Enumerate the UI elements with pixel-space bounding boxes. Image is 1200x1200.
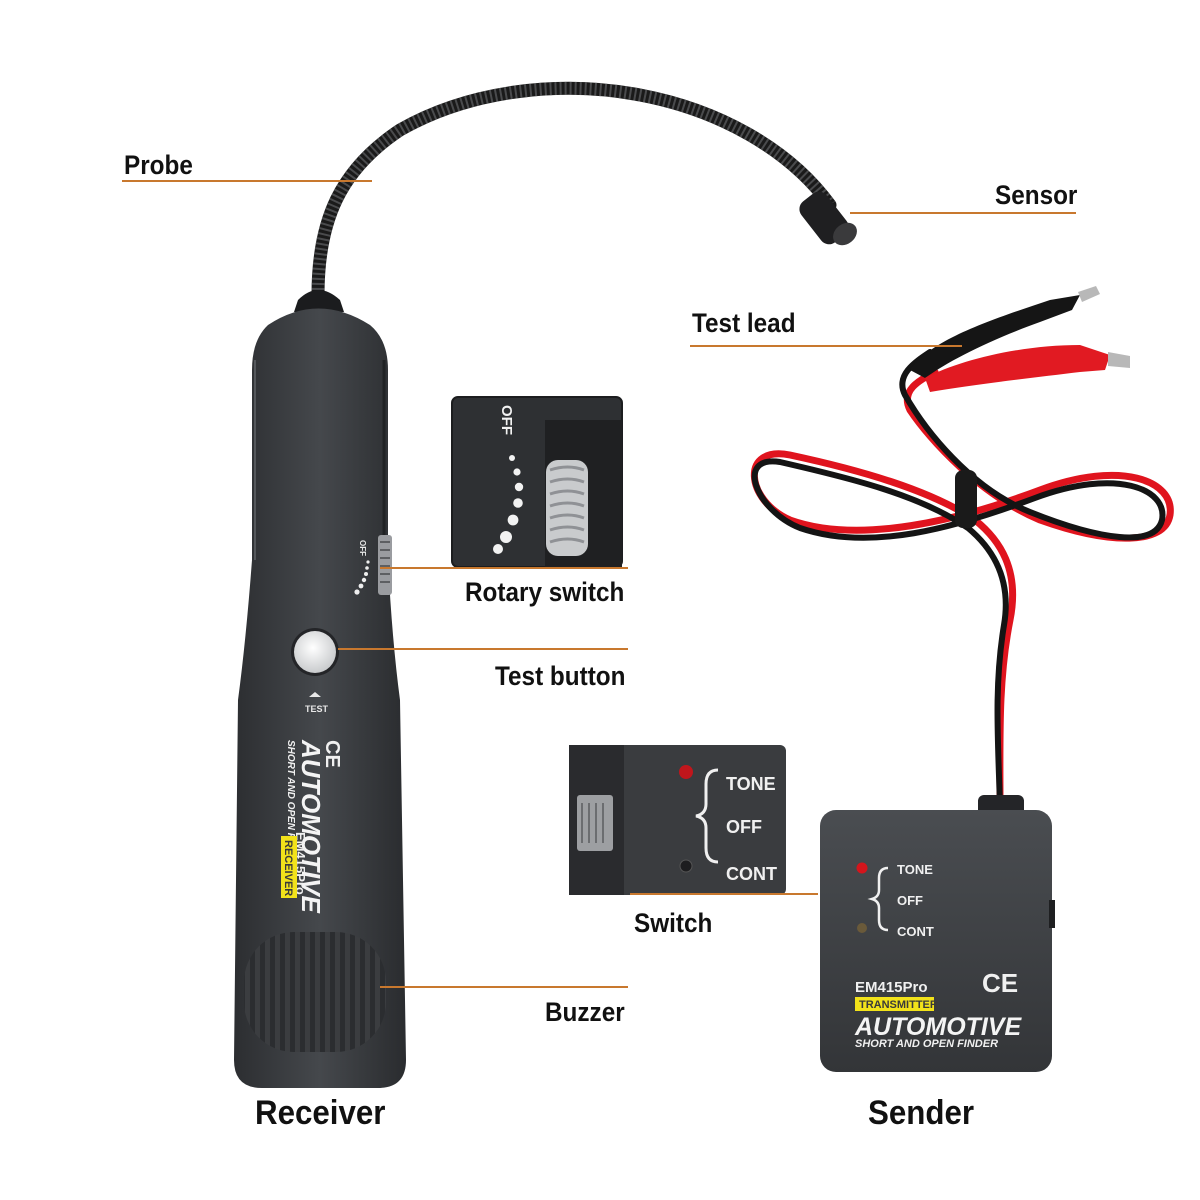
sensor-label: Sensor bbox=[995, 180, 1078, 210]
transmitter-badge-bg bbox=[855, 997, 934, 1011]
transmitter-badge: TRANSMITTER bbox=[859, 999, 938, 1011]
buzzer-leader bbox=[380, 986, 628, 988]
buzzer-grille bbox=[244, 932, 386, 1052]
transmitter-model: EM415Pro bbox=[855, 979, 928, 996]
sensor-tip bbox=[799, 191, 857, 246]
receiver-badge-bg bbox=[281, 836, 297, 898]
probe-gooseneck bbox=[311, 81, 837, 302]
alligator-clips bbox=[910, 286, 1130, 392]
transmitter-subtitle: SHORT AND OPEN FINDER bbox=[855, 1038, 998, 1050]
test-button-leader bbox=[338, 648, 628, 650]
rotary-switch-leader bbox=[380, 567, 628, 569]
receiver-automotive: AUTOMOTIVE bbox=[296, 739, 326, 914]
transmitter-box: TONE OFF CONT EM415Pro CE TRANSMITTER AU… bbox=[820, 795, 1055, 1072]
transmitter-ce-mark: CE bbox=[982, 968, 1018, 998]
receiver-off-mark: OFF bbox=[358, 540, 367, 556]
receiver-ce-mark: CE bbox=[321, 740, 343, 768]
receiver-body: OFF TEST CE AUTOMOTIVE SHORT AND OPEN FI… bbox=[234, 308, 406, 1088]
switch-inset-tone: TONE bbox=[726, 774, 776, 794]
receiver-subtitle: SHORT AND OPEN FINDER bbox=[285, 740, 296, 871]
rotary-inset-off: OFF bbox=[498, 405, 515, 435]
switch-inset: TONE OFF CONT bbox=[569, 745, 786, 895]
sender-caption: Sender bbox=[868, 1094, 975, 1132]
receiver-badge: RECEIVER bbox=[282, 840, 294, 896]
probe-leader bbox=[122, 180, 372, 182]
switch-inset-cont: CONT bbox=[726, 864, 777, 884]
probe-label: Probe bbox=[124, 150, 193, 180]
switch-label: Switch bbox=[634, 908, 713, 938]
test-lead-wires bbox=[750, 349, 1174, 809]
sensor-leader bbox=[850, 212, 1076, 214]
rotary-switch-label: Rotary switch bbox=[465, 577, 625, 607]
probe-collar bbox=[294, 290, 344, 312]
switch-leader bbox=[630, 893, 818, 895]
transmitter-automotive: AUTOMOTIVE bbox=[854, 1013, 1023, 1041]
buzzer-label: Buzzer bbox=[545, 997, 625, 1027]
receiver-test-mark: TEST bbox=[305, 704, 329, 714]
transmitter-cont: CONT bbox=[897, 924, 934, 939]
transmitter-off: OFF bbox=[897, 893, 923, 908]
transmitter-tone: TONE bbox=[897, 862, 933, 877]
receiver-test-button bbox=[294, 631, 336, 673]
test-lead-label: Test lead bbox=[692, 308, 796, 338]
rotary-switch-inset: OFF bbox=[451, 396, 623, 568]
test-button-label: Test button bbox=[495, 661, 626, 691]
test-lead-leader bbox=[690, 345, 962, 347]
switch-inset-off: OFF bbox=[726, 817, 762, 837]
receiver-caption: Receiver bbox=[255, 1094, 386, 1132]
